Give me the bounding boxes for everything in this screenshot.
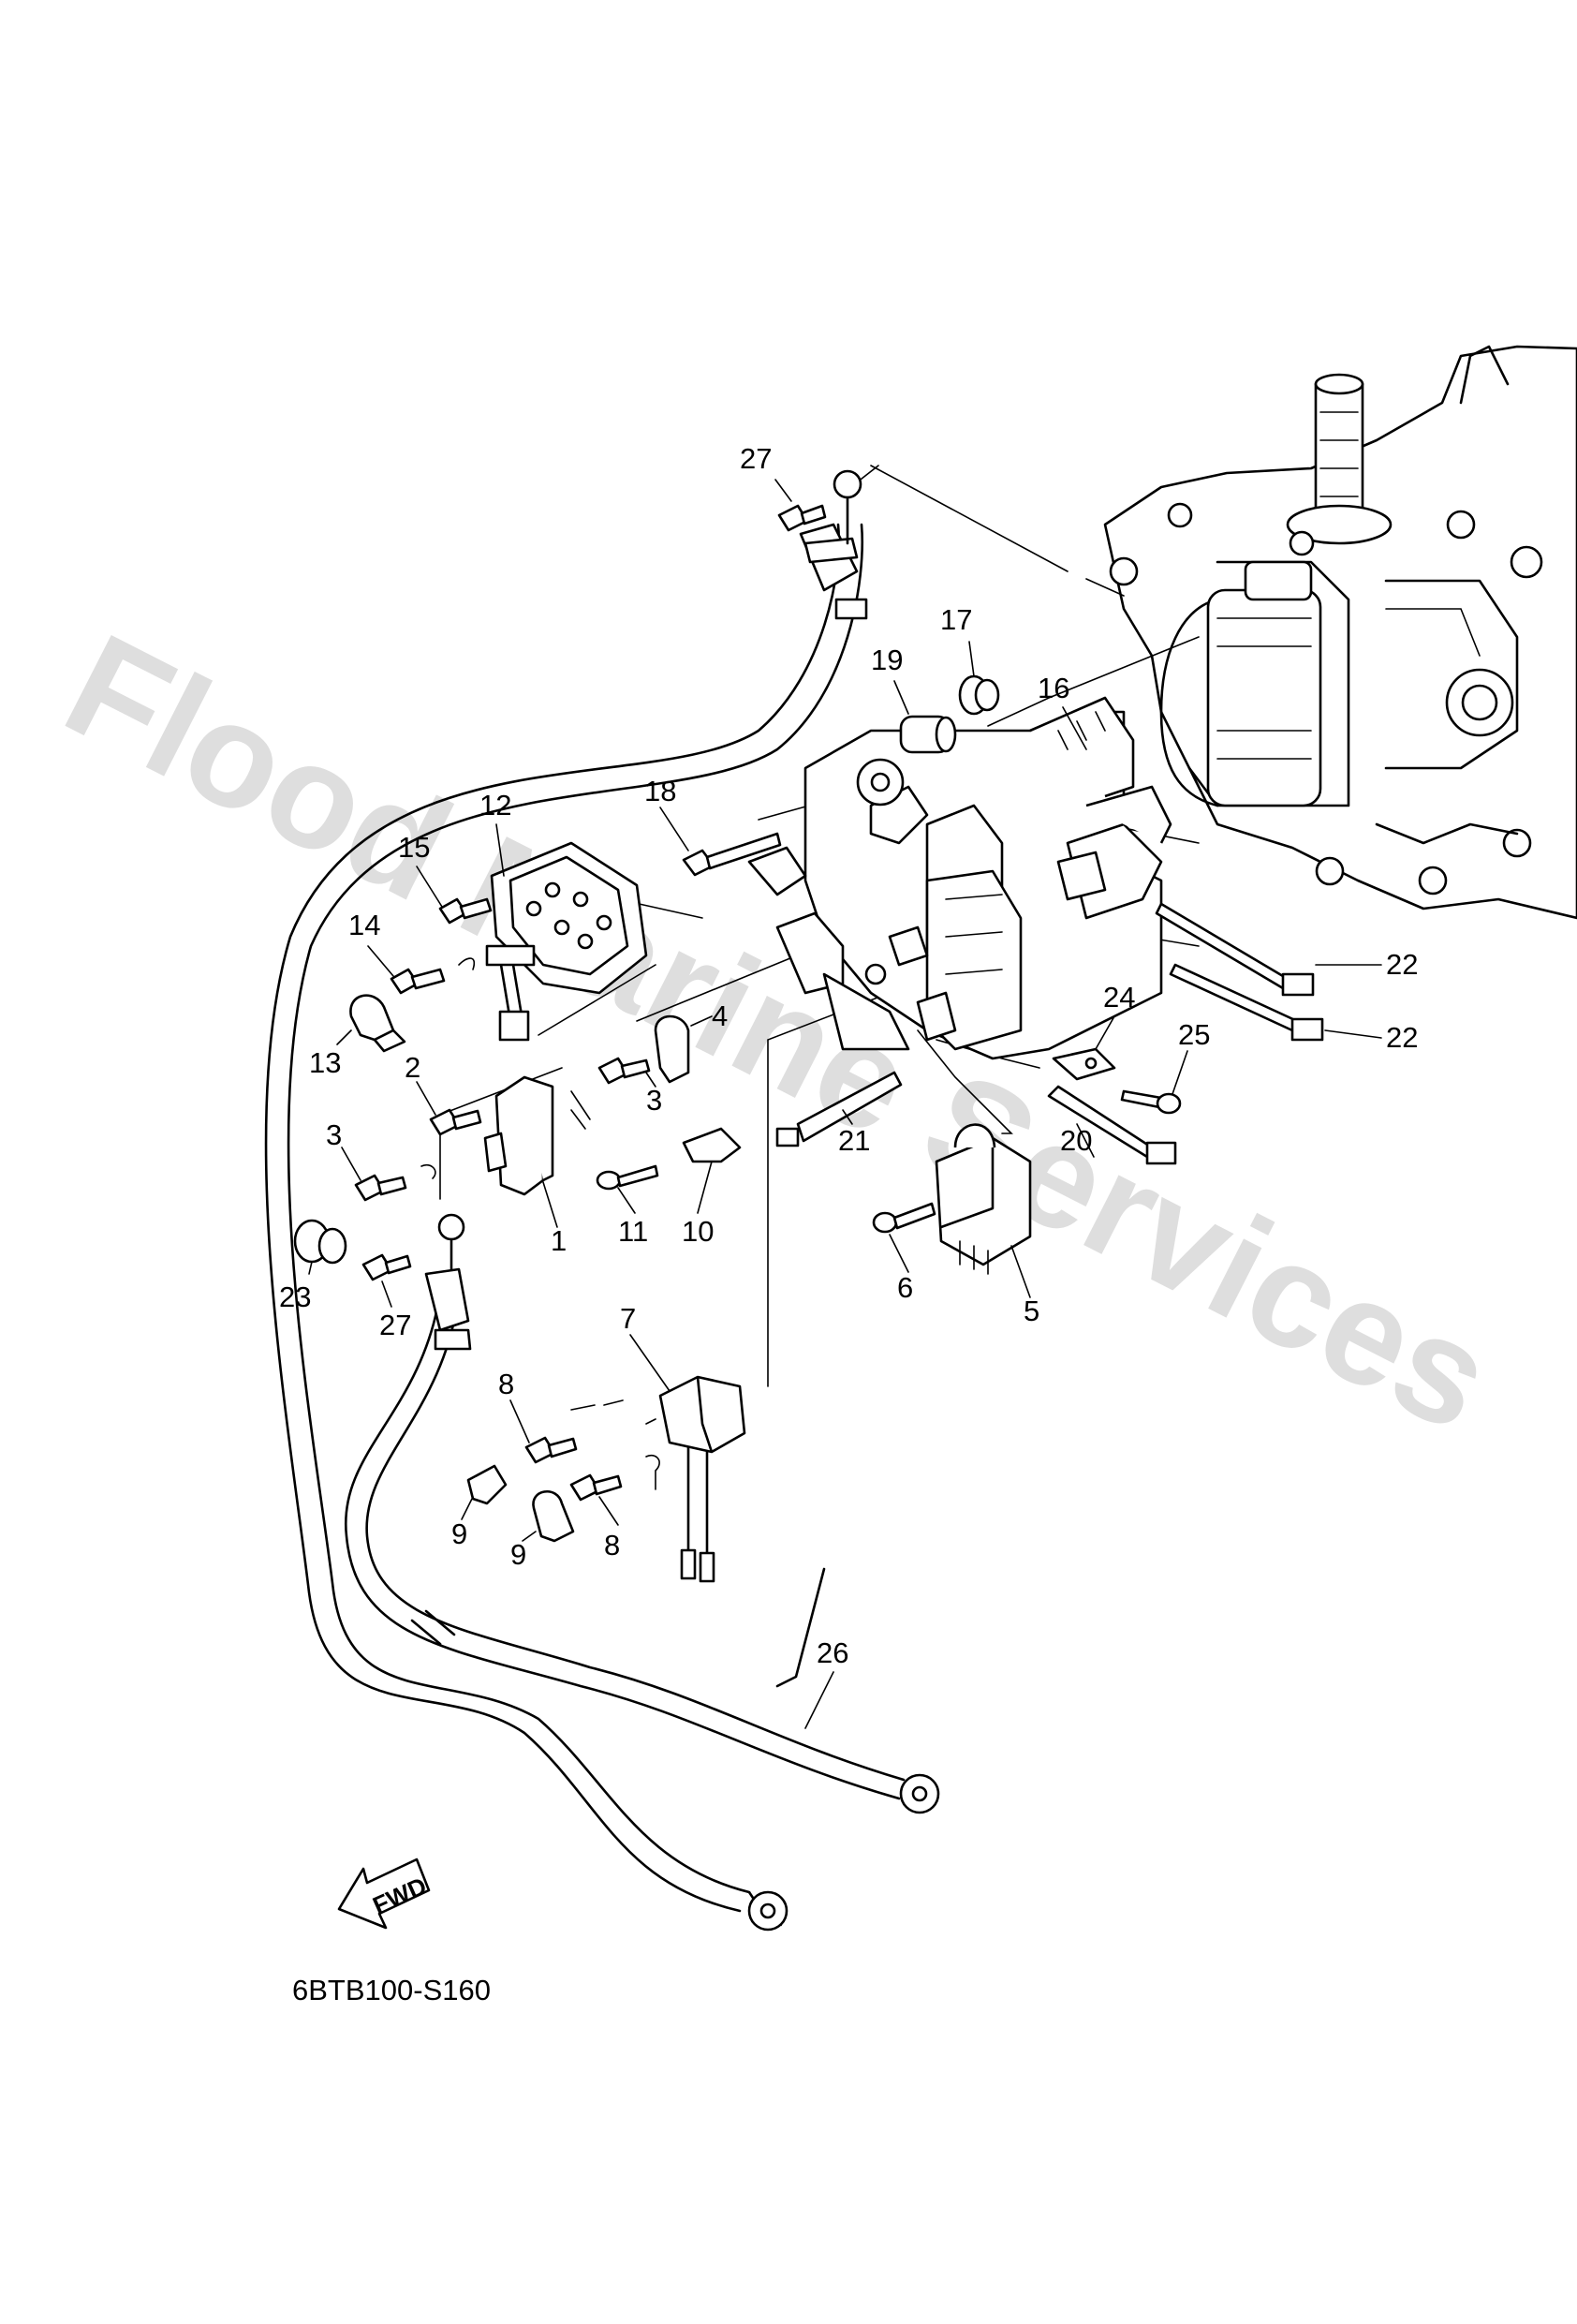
bolt-8-upper [524, 1436, 578, 1464]
callout-labels: 27 17 19 16 18 12 15 14 13 2 3 4 3 1 23 … [279, 442, 1418, 1669]
clip-24 [1052, 1047, 1116, 1081]
screw-25 [1120, 1089, 1182, 1115]
callout-14: 14 [348, 909, 380, 941]
screw-6 [872, 1202, 936, 1234]
starter-relay-1 [483, 1075, 591, 1196]
callout-22-upper: 22 [1386, 948, 1418, 981]
callout-3-upper: 3 [646, 1084, 662, 1117]
cable-terminal-bottom [424, 1213, 472, 1351]
cable-tie-22-upper [1155, 902, 1315, 997]
callout-25: 25 [1178, 1018, 1210, 1051]
callout-1: 1 [551, 1224, 567, 1257]
callout-4: 4 [712, 999, 728, 1032]
bolt-3-upper [597, 1057, 651, 1085]
callout-8-upper: 8 [498, 1368, 514, 1400]
clamp-10 [682, 1127, 742, 1163]
cable-tie-20 [1047, 1085, 1177, 1165]
screw-11 [596, 1164, 659, 1191]
callout-19: 19 [871, 644, 903, 676]
bolt-8-lower [569, 1473, 623, 1502]
connector-7 [570, 1375, 746, 1583]
bolt-3-lower [354, 1163, 436, 1202]
callout-18: 18 [644, 775, 676, 807]
callout-6: 6 [897, 1271, 913, 1304]
rectifier-regulator-12 [485, 841, 648, 1042]
callout-3-lower: 3 [326, 1118, 342, 1151]
callout-11: 11 [618, 1215, 648, 1248]
callout-8-lower: 8 [604, 1529, 620, 1562]
callout-27-bottom: 27 [379, 1309, 411, 1341]
callout-9-right: 9 [510, 1538, 526, 1571]
fwd-arrow: FWD [337, 1858, 431, 1930]
bolt-14 [390, 957, 476, 995]
grommet-19 [899, 715, 957, 754]
callout-10: 10 [682, 1215, 714, 1248]
callout-12: 12 [479, 789, 511, 822]
bolt-27-upper [777, 504, 827, 532]
callout-leaders [308, 479, 1382, 1729]
callout-2: 2 [405, 1051, 420, 1084]
callout-15: 15 [398, 831, 430, 864]
bolt-15 [438, 897, 493, 925]
bolt-18 [682, 832, 782, 877]
cap-23 [293, 1219, 347, 1265]
callout-5: 5 [1024, 1295, 1039, 1327]
callout-7: 7 [620, 1302, 636, 1335]
bolt-27-lower [361, 1253, 412, 1281]
relay-5 [935, 1123, 1032, 1275]
callout-23: 23 [279, 1280, 311, 1313]
clamp-9-left [466, 1464, 508, 1505]
callout-24: 24 [1103, 981, 1135, 1014]
clamp-4 [654, 1014, 690, 1084]
callout-26: 26 [817, 1636, 848, 1669]
callout-9-left: 9 [451, 1517, 467, 1550]
callout-17: 17 [940, 603, 972, 636]
bolt-2 [429, 1108, 482, 1136]
callout-27-top: 27 [740, 442, 772, 475]
callout-13: 13 [309, 1046, 341, 1079]
clamp-9-right [532, 1489, 575, 1543]
clamp-13 [349, 994, 406, 1053]
battery-cable-26 [264, 523, 940, 1932]
collar-17 [958, 674, 1000, 716]
diagram-code: 6BTB100-S160 [292, 1974, 491, 2006]
engine-block [1103, 345, 1577, 920]
cable-tie-21 [775, 1071, 903, 1147]
cable-terminal-top [799, 469, 868, 620]
callout-22-lower: 22 [1386, 1021, 1418, 1054]
callout-21: 21 [838, 1124, 870, 1157]
electrical-bracket-16 [747, 696, 1172, 1060]
cable-tie-22-lower [1169, 963, 1324, 1042]
callout-20: 20 [1060, 1124, 1092, 1157]
callout-16: 16 [1038, 672, 1069, 704]
